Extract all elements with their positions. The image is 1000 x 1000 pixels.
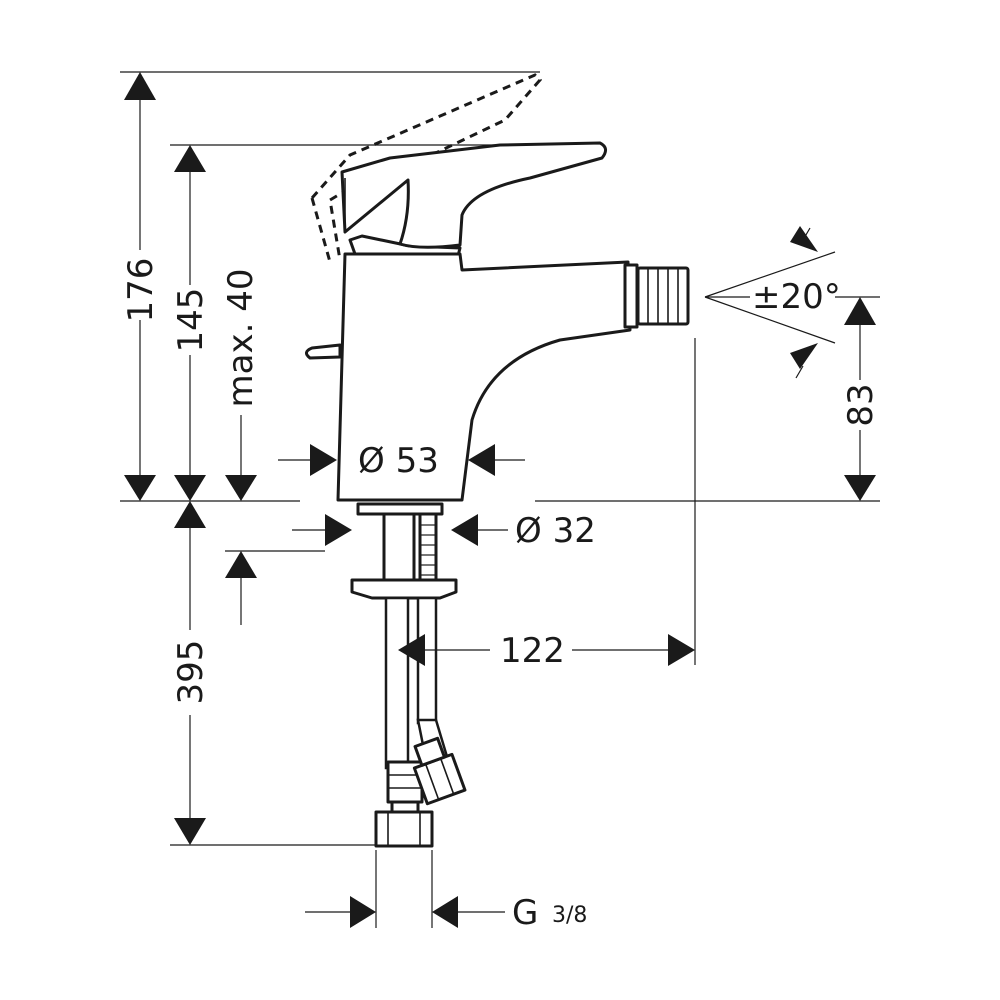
arrow-right-d32 bbox=[325, 514, 352, 546]
arrow-right-g38 bbox=[350, 896, 376, 928]
dim-hose-length: 395 bbox=[171, 640, 211, 705]
dim-outlet-height: 83 bbox=[841, 383, 881, 426]
dim-lever-clearance: max. 40 bbox=[221, 269, 261, 408]
arrow-down-176 bbox=[124, 475, 156, 501]
faucet-outline bbox=[305, 73, 690, 848]
hose-left bbox=[384, 596, 410, 770]
popup-rod bbox=[305, 343, 342, 360]
dim-shank-diameter: Ø 32 bbox=[515, 511, 596, 551]
arrow-angle-top bbox=[790, 226, 818, 252]
arrow-left-g38 bbox=[432, 896, 458, 928]
arrow-up-small bbox=[225, 551, 257, 578]
arrow-down-395 bbox=[174, 818, 206, 845]
arrow-left-122 bbox=[398, 634, 425, 666]
dim-projection: 122 bbox=[500, 631, 565, 671]
dim-spout-height: 145 bbox=[171, 288, 211, 353]
arrow-up-395 bbox=[174, 501, 206, 528]
outlet-nozzle bbox=[623, 263, 690, 329]
dim-body-diameter: Ø 53 bbox=[358, 441, 439, 481]
arrow-left-d32 bbox=[451, 514, 478, 546]
arrow-angle-bottom bbox=[790, 343, 818, 369]
arrow-down-145 bbox=[174, 475, 206, 501]
arrow-up-176 bbox=[124, 72, 156, 100]
thread-rod bbox=[418, 512, 438, 586]
extension-lines bbox=[120, 71, 880, 928]
arrow-up-145 bbox=[174, 145, 206, 172]
connector-left bbox=[374, 760, 434, 848]
dim-connection-thread: G bbox=[512, 893, 538, 933]
dim-total-height: 176 bbox=[121, 258, 161, 323]
arrow-up-83 bbox=[844, 297, 876, 325]
dim-connection-size: 3/8 bbox=[552, 903, 587, 928]
arrow-down-max40 bbox=[225, 475, 257, 501]
connector-right bbox=[412, 736, 467, 806]
dimension-lines bbox=[139, 100, 861, 913]
dimension-labels: 176 145 max. 40 395 83 Ø 53 Ø 32 122 ±20… bbox=[121, 258, 881, 933]
dim-swivel-angle: ±20° bbox=[752, 277, 841, 317]
fixing-plate bbox=[350, 578, 458, 600]
lever-handle bbox=[340, 141, 607, 249]
arrow-left-d53 bbox=[468, 444, 495, 476]
arrow-right-d53 bbox=[310, 444, 337, 476]
arrow-down-83 bbox=[844, 475, 876, 501]
arrowheads bbox=[124, 72, 876, 928]
arrow-right-122 bbox=[668, 634, 695, 666]
